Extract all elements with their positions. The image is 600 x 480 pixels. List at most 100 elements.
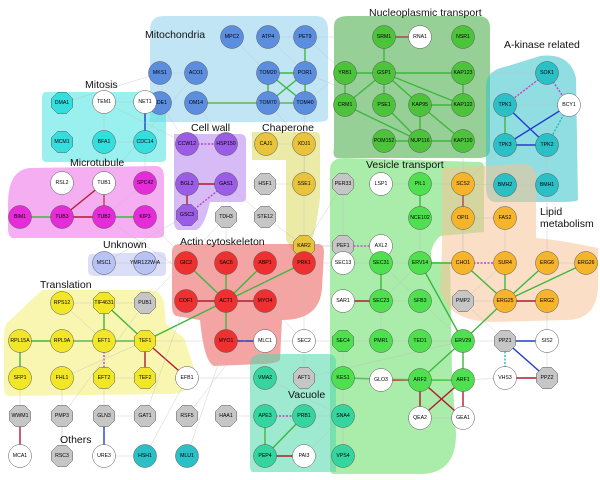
node-ppz1[interactable]: PPZ1	[494, 330, 516, 352]
node-mlu1[interactable]: MLU1	[175, 444, 199, 468]
node-caj1[interactable]: CAJ1	[254, 132, 278, 156]
node-sar1[interactable]: SAR1	[331, 289, 355, 313]
node-tub3[interactable]: TUB3	[50, 205, 74, 229]
node-bcy1[interactable]: BCY1	[557, 93, 581, 117]
node-sec2[interactable]: SEC2	[292, 329, 316, 353]
node-tub2[interactable]: TUB2	[92, 205, 116, 229]
node-arf2[interactable]: ARF2	[408, 368, 432, 392]
node-ape3[interactable]: APE3	[253, 404, 277, 428]
node-tem1[interactable]: TEM1	[92, 90, 116, 114]
node-rna1[interactable]: RNA1	[408, 25, 432, 49]
node-ppz2[interactable]: PPZ2	[536, 367, 558, 389]
node-kap122[interactable]: KAP122	[451, 93, 475, 117]
node-bgl2[interactable]: BGL2	[175, 172, 199, 196]
node-gic2[interactable]: GIC2	[174, 251, 198, 275]
node-rsc3[interactable]: RSC3	[51, 445, 73, 467]
node-ted1[interactable]: TED1	[408, 329, 432, 353]
node-mcm1[interactable]: MCM1	[51, 131, 73, 153]
node-prb1[interactable]: PRB1	[292, 404, 316, 428]
node-sfb3[interactable]: SFB3	[408, 289, 432, 313]
node-tef2[interactable]: TEF2	[134, 367, 156, 389]
node-tef1[interactable]: TEF1	[134, 330, 156, 352]
node-sec31[interactable]: SEC31	[369, 251, 393, 275]
node-pmp2[interactable]: PMP2	[452, 290, 474, 312]
node-gsc3[interactable]: GSC3	[176, 204, 198, 226]
node-bfa1[interactable]: BFA1	[92, 130, 116, 154]
node-gln3[interactable]: GLN3	[93, 405, 115, 427]
node-sok1[interactable]: SOK1	[535, 61, 559, 85]
node-nup116[interactable]: NUP116	[408, 129, 432, 153]
node-tub1[interactable]: TUB1	[92, 171, 116, 195]
node-act1[interactable]: ACT1	[214, 289, 238, 313]
node-msc1[interactable]: MSC1	[92, 251, 116, 275]
node-tpk1[interactable]: TPK1	[493, 93, 517, 117]
node-sec4[interactable]: SEC4	[332, 330, 354, 352]
node-pai3[interactable]: PAI3	[292, 444, 316, 468]
node-opi1[interactable]: OPI1	[451, 206, 475, 230]
node-kip3[interactable]: KIP3	[133, 205, 157, 229]
node-hsh1[interactable]: HSH1	[133, 444, 157, 468]
node-sfp1[interactable]: SFP1	[8, 366, 32, 390]
node-tpk3[interactable]: TPK3	[493, 133, 517, 157]
node-gat1[interactable]: GAT1	[134, 405, 156, 427]
node-vps4[interactable]: VPS4	[331, 444, 355, 468]
node-sur4[interactable]: SUR4	[493, 251, 517, 275]
node-rpl15a[interactable]: RPL15A	[8, 329, 32, 353]
node-mca1[interactable]: MCA1	[8, 444, 32, 468]
node-tom20[interactable]: TOM20	[256, 61, 280, 85]
node-lsp1[interactable]: LSP1	[369, 172, 393, 196]
node-hsf1[interactable]: HSF1	[254, 173, 276, 195]
node-tom40[interactable]: TOM40	[293, 91, 317, 115]
node-tom70[interactable]: TOM70	[256, 91, 280, 115]
node-erv29[interactable]: ERV29	[451, 329, 475, 353]
node-eft2[interactable]: EFT2	[93, 367, 115, 389]
node-pub1[interactable]: PUB1	[134, 292, 156, 314]
node-cdc14[interactable]: CDC14	[133, 130, 157, 154]
node-sac6[interactable]: SAC6	[214, 251, 238, 275]
node-bim1[interactable]: BIM1	[8, 205, 32, 229]
node-sse1[interactable]: SSE1	[292, 172, 316, 196]
node-wwm1[interactable]: WWM1	[9, 405, 31, 427]
node-rpl9a[interactable]: RPL9A	[50, 329, 74, 353]
node-vhs3[interactable]: VHS3	[493, 366, 517, 390]
node-myo4[interactable]: MYO4	[253, 289, 277, 313]
node-gea1[interactable]: GEA1	[451, 406, 475, 430]
node-arf1[interactable]: ARF1	[451, 368, 475, 392]
node-erg25[interactable]: ERG25	[493, 289, 517, 313]
node-dma1[interactable]: DMA1	[51, 92, 73, 114]
node-fhl1[interactable]: FHL1	[50, 366, 74, 390]
node-srm1[interactable]: SRM1	[372, 25, 396, 49]
node-myo1[interactable]: MYO1	[214, 329, 238, 353]
node-erg6[interactable]: ERG6	[535, 251, 559, 275]
node-aft1[interactable]: AFT1	[293, 367, 315, 389]
node-pse1[interactable]: PSE1	[372, 93, 396, 117]
node-prk1[interactable]: PRK1	[292, 251, 316, 275]
node-sna4[interactable]: SNA4	[331, 404, 355, 428]
node-eft1[interactable]: EFT1	[92, 329, 116, 353]
node-sec13[interactable]: SEC13	[331, 251, 355, 275]
node-mlc1[interactable]: MLC1	[253, 329, 277, 353]
node-kes1[interactable]: KES1	[331, 366, 355, 390]
node-fas2[interactable]: FAS2	[493, 206, 517, 230]
node-nsr1[interactable]: NSR1	[451, 25, 475, 49]
node-pep4[interactable]: PEP4	[253, 444, 277, 468]
node-erv14[interactable]: ERV14	[408, 251, 432, 275]
node-glo3[interactable]: GLO3	[369, 368, 393, 392]
node-abp1[interactable]: ABP1	[253, 251, 277, 275]
node-pet9[interactable]: PET9	[293, 25, 317, 49]
node-efb1[interactable]: EFB1	[175, 366, 199, 390]
node-sec23[interactable]: SEC23	[369, 289, 393, 313]
node-mks1[interactable]: MKS1	[148, 61, 172, 85]
node-crm1[interactable]: CRM1	[333, 93, 357, 117]
node-atp4[interactable]: ATP4	[256, 25, 280, 49]
node-ste12[interactable]: STE12	[254, 206, 276, 228]
node-erg26[interactable]: ERG26	[574, 251, 598, 275]
node-ure3[interactable]: URE3	[92, 444, 116, 468]
node-bmh1[interactable]: BMH1	[535, 173, 559, 197]
node-per33[interactable]: PER33	[332, 173, 354, 195]
node-sis2[interactable]: SIS2	[535, 329, 559, 353]
node-ccw12[interactable]: CCW12	[175, 132, 199, 156]
node-xdj1[interactable]: XDJ1	[292, 132, 316, 156]
node-tpk2[interactable]: TPK2	[535, 133, 559, 157]
node-mpc2[interactable]: MPC2	[220, 25, 244, 49]
